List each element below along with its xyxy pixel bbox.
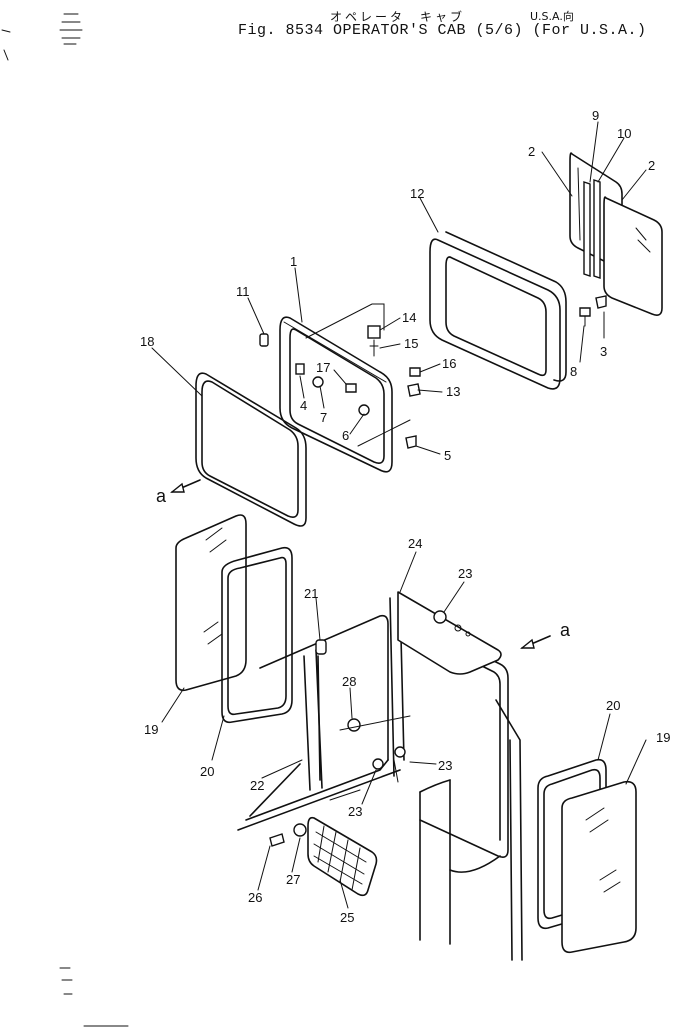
- nut-28: [347, 718, 361, 732]
- callout-17: 17: [316, 360, 330, 375]
- strip-9: [583, 181, 591, 277]
- frame-20-left: [221, 546, 293, 724]
- rear-window-glass-assembly: [569, 152, 663, 327]
- bolt-8: [579, 307, 591, 317]
- clip-23-mid: [394, 746, 406, 758]
- callout-13: 13: [446, 384, 460, 399]
- callout-15: 15: [404, 336, 418, 351]
- callout-16: 16: [442, 356, 456, 371]
- part-7: [312, 376, 324, 388]
- callout-14: 14: [402, 310, 416, 325]
- callout-23c: 23: [348, 804, 362, 819]
- view-marker-a-right: a: [560, 620, 571, 640]
- net-25: [269, 816, 378, 897]
- callout-12: 12: [410, 186, 424, 201]
- callout-23b: 23: [438, 758, 452, 773]
- callout-24: 24: [408, 536, 422, 551]
- callout-7: 7: [320, 410, 327, 425]
- clip-3: [595, 295, 607, 309]
- callout-20b: 20: [606, 698, 620, 713]
- callout-23a: 23: [458, 566, 472, 581]
- callout-22: 22: [250, 778, 264, 793]
- callout-1: 1: [290, 254, 297, 269]
- part-11: [259, 333, 269, 347]
- callout-19b: 19: [656, 730, 670, 745]
- callout-27: 27: [286, 872, 300, 887]
- figure-title: Fig. 8534 OPERATOR'S CAB (5/6) (For U.S.…: [238, 22, 647, 39]
- clip-23-low: [372, 758, 384, 770]
- callout-18: 18: [140, 334, 154, 349]
- callout-4: 4: [300, 398, 307, 413]
- callout-2a: 2: [528, 144, 535, 159]
- side-window-right: [537, 758, 637, 954]
- handle-21-rod-22: [315, 639, 327, 781]
- callout-6: 6: [342, 428, 349, 443]
- callout-3: 3: [600, 344, 607, 359]
- glass-24: [397, 591, 502, 675]
- weatherstrip-12: [429, 231, 567, 390]
- callout-5: 5: [444, 448, 451, 463]
- frame-18: [195, 372, 307, 527]
- washer-27: [293, 823, 307, 837]
- side-window-left: [175, 514, 293, 724]
- clip-13: [407, 383, 421, 397]
- callout-2b: 2: [648, 158, 655, 173]
- japanese-title: オペレータ キャブ: [330, 10, 466, 24]
- usa-note: U.S.A.向: [530, 10, 574, 23]
- fasteners-lower: [339, 715, 411, 783]
- scan-marks: [1, 13, 129, 1027]
- callout-8: 8: [570, 364, 577, 379]
- bolt-16: [409, 367, 421, 377]
- block-14: [367, 325, 381, 339]
- screw-26: [269, 833, 285, 847]
- clip-5: [405, 435, 417, 449]
- view-arrows: [170, 479, 551, 649]
- callout-labels: 1 2 2 3 4 5 6 7 8 9 10 11 12 13 14 15 16…: [140, 108, 670, 925]
- callout-11: 11: [236, 284, 250, 299]
- callout-28: 28: [342, 674, 356, 689]
- strip-10: [593, 179, 601, 279]
- callout-25: 25: [340, 910, 354, 925]
- callout-19a: 19: [144, 722, 158, 737]
- window-frame-1: [279, 316, 393, 473]
- hardware-parts: [259, 303, 421, 449]
- part-4: [295, 363, 305, 375]
- callout-21: 21: [304, 586, 318, 601]
- part-6: [358, 404, 370, 416]
- view-marker-a-left: a: [156, 486, 167, 506]
- glass-19-right: [561, 780, 637, 954]
- clip-23-top: [433, 610, 447, 624]
- rear-glass-right: [603, 196, 663, 316]
- leader-lines: [151, 121, 647, 909]
- callout-20a: 20: [200, 764, 214, 779]
- callout-9: 9: [592, 108, 599, 123]
- callout-26: 26: [248, 890, 262, 905]
- glass-19-left: [175, 514, 247, 692]
- callout-10: 10: [617, 126, 631, 141]
- cab-body: [237, 595, 523, 961]
- bolt-17: [345, 383, 357, 393]
